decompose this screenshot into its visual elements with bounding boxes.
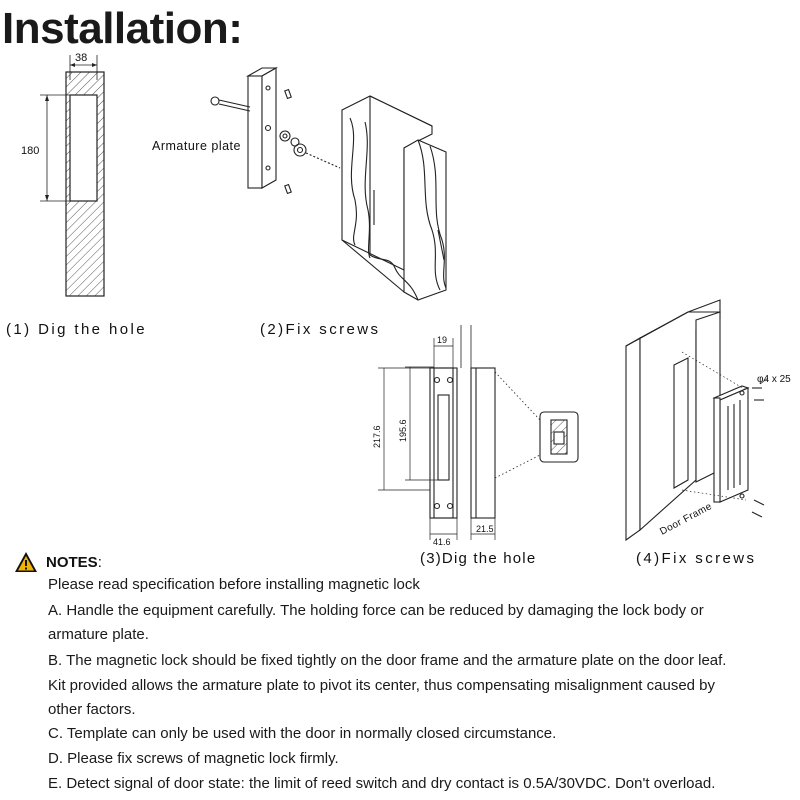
caption-step-2: (2)Fix screws [260, 321, 381, 338]
caption-step-3: (3)Dig the hole [420, 550, 537, 567]
label-armature-plate: Armature plate [152, 139, 241, 153]
notes-colon: : [97, 553, 102, 571]
dim-depth: 21.5 [476, 524, 494, 534]
installation-diagrams: 38 180 [21, 52, 791, 547]
note-line-8: E. Detect signal of door state: the limi… [48, 775, 716, 792]
dim-inner-height: 195.6 [398, 419, 408, 442]
note-line-5: other factors. [48, 701, 136, 718]
note-line-1: A. Handle the equipment carefully. The h… [48, 602, 704, 619]
caption-step-4: (4)Fix screws [636, 550, 757, 567]
dim-top-width: 19 [437, 335, 447, 345]
diagram-fix-screws-4 [625, 299, 769, 542]
diagram-fix-screws-2 [210, 67, 447, 301]
label-screw-spec: φ4 x 25 [757, 374, 791, 385]
note-line-7: D. Please fix screws of magnetic lock fi… [48, 750, 339, 767]
notes-label: NOTES [46, 553, 98, 571]
diagram-dig-hole-1: 38 180 [21, 52, 105, 297]
note-line-2: armature plate. [48, 626, 149, 643]
dim-hole-height: 180 [21, 145, 39, 157]
page-title: Installation: [2, 4, 243, 53]
warning-triangle-icon [15, 552, 37, 572]
notes-heading: NOTES: [14, 550, 794, 574]
note-line-0: Please read specification before install… [48, 576, 420, 593]
caption-step-1: (1) Dig the hole [6, 321, 147, 338]
notes-section: NOTES: [14, 550, 794, 574]
dim-hole-width: 38 [75, 52, 87, 64]
note-line-3: B. The magnetic lock should be fixed tig… [48, 652, 727, 669]
note-line-6: C. Template can only be used with the do… [48, 725, 557, 742]
dim-outer-height: 217.6 [372, 425, 382, 448]
dim-bottom-width: 41.6 [433, 537, 451, 547]
diagram-dig-hole-3 [378, 325, 579, 540]
note-line-4: Kit provided allows the armature plate t… [48, 677, 716, 694]
